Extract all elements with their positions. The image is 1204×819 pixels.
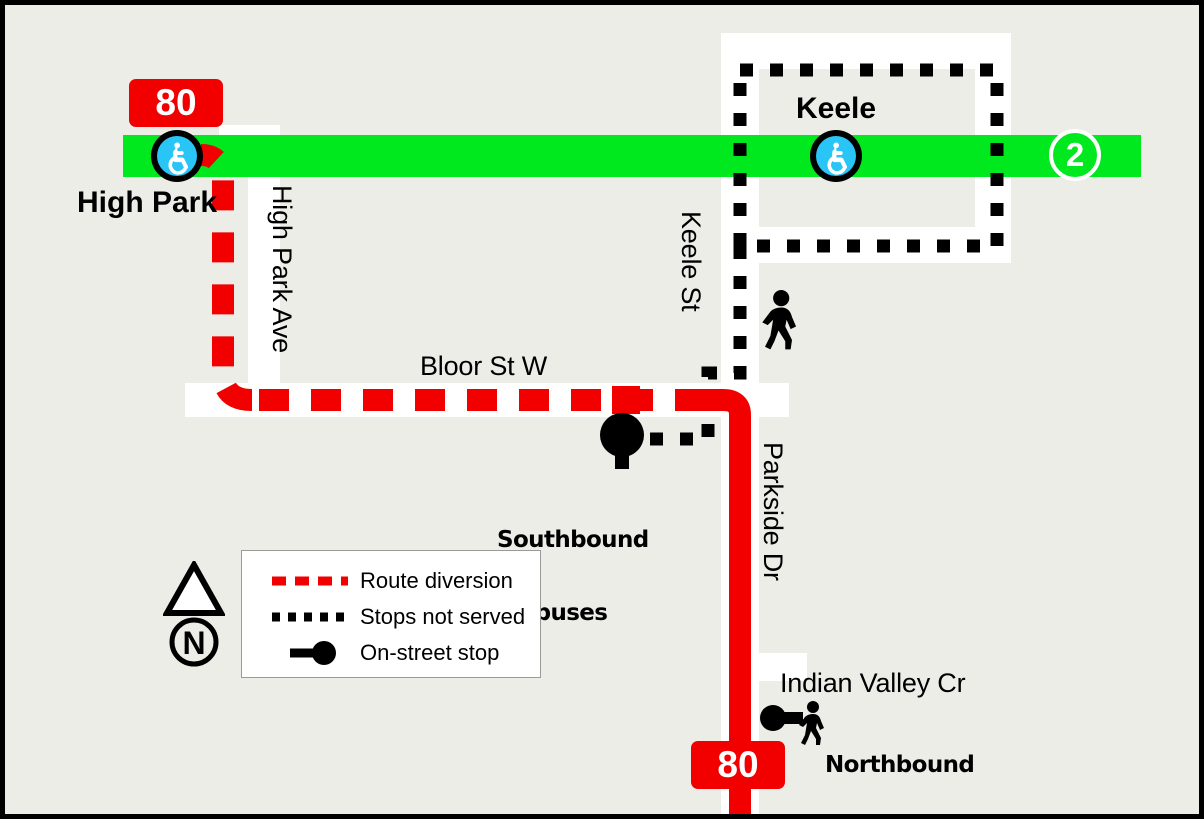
pedestrian-icon-indian-valley [799,701,824,745]
street-label-high-park-ave: High Park Ave [267,185,297,353]
stop-label-southbound-buses: Southbound buses [497,480,649,673]
route-badge-80-bottom[interactable]: 80 [691,741,785,789]
map-geometry-layer [123,33,1141,814]
legend-label-stops-not-served: Stops not served [360,604,526,629]
route-badge-80-top[interactable]: 80 [129,79,223,127]
legend-item-route-diversion: Route diversion [242,563,542,599]
street-casings [185,33,1011,814]
street-label-parkside-dr: Parkside Dr [758,442,788,581]
stop-label-southbound-buses-line1: Southbound [497,527,649,554]
legend-label-route-diversion: Route diversion [360,568,513,593]
subway-line-2 [123,135,1141,177]
subway-line-badge-2[interactable]: 2 [1049,129,1101,181]
legend-label-on-street-stop: On-street stop [360,640,500,665]
legend-swatch-stops-not-served [242,599,360,635]
station-label-high-park: High Park [77,186,218,219]
legend-item-stops-not-served: Stops not served [242,599,542,635]
legend-item-on-street-stop: On-street stop [242,635,542,671]
station-label-keele: Keele [796,92,877,125]
legend: Route diversion Stops not served On-stre… [241,550,541,678]
legend-swatch-route-diversion [242,563,360,599]
street-label-keele-st: Keele St [676,211,706,312]
legend-swatch-on-street-stop [242,635,360,671]
stop-label-northbound-drop-off-line1: Northbound [825,752,975,779]
street-label-indian-valley-cr: Indian Valley Cr [780,668,966,698]
stop-label-northbound-drop-off: Northbound drop-off [825,705,985,814]
accessibility-icon-high-park [151,130,203,182]
north-arrow-icon: N [163,561,225,667]
stop-label-southbound-buses-line2: buses [534,599,608,626]
accessibility-icon-keele [810,130,862,182]
street-label-bloor-st-w: Bloor St W [420,351,548,381]
north-arrow-label: N [182,625,205,661]
pedestrian-icon-keele [762,290,797,350]
